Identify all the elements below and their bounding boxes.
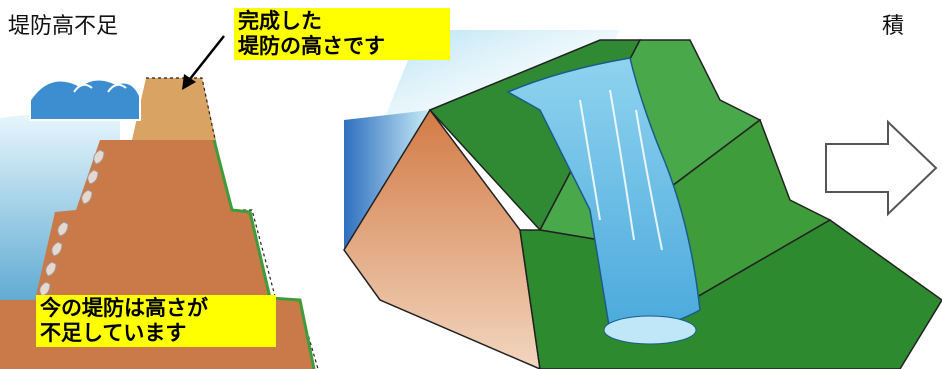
callout-top-line-2: 堤防の高さです: [238, 34, 385, 58]
right-arrow-icon: [825, 119, 938, 217]
wave-icon: [29, 78, 141, 121]
planned-embankment-top: [132, 78, 216, 140]
title-right-partial: 積: [882, 14, 905, 39]
arrow-pointer-icon: [182, 35, 225, 90]
grass-edge: [212, 139, 316, 369]
waterfall-icon: [506, 57, 701, 345]
title-left: 堤防高不足: [8, 14, 119, 39]
callout-current-height: 今の堤防は高さが 不足しています: [36, 295, 276, 347]
callout-bottom-line-1: 今の堤防は高さが: [40, 296, 208, 320]
overtopping-illustration: [343, 30, 942, 369]
erosion-scallops: [39, 149, 105, 297]
planned-height-outline: [146, 77, 319, 369]
callout-completed-height: 完成した 堤防の高さです: [234, 8, 450, 60]
dirt-slope: [343, 108, 541, 369]
callout-bottom-line-2: 不足しています: [40, 321, 187, 345]
callout-top-line-1: 完成した: [238, 9, 322, 33]
